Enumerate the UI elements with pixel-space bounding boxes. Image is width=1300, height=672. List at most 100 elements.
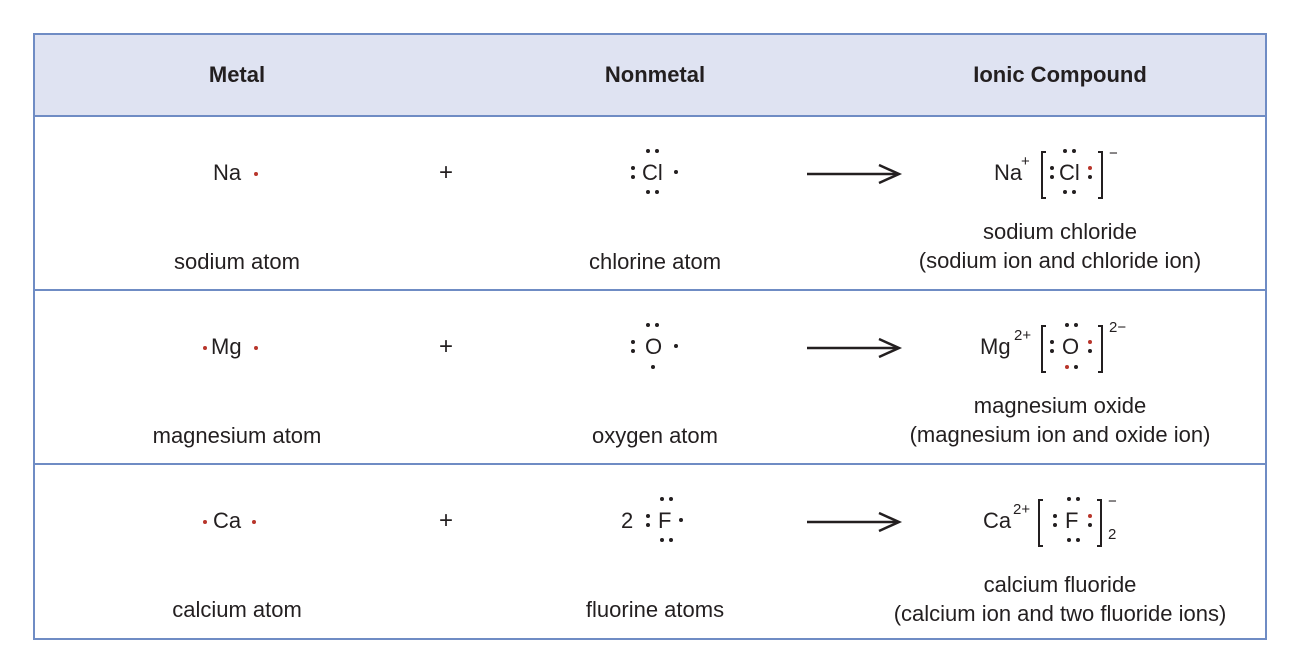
right-bracket (1097, 499, 1102, 547)
compound-name: magnesium oxide (973, 393, 1147, 418)
reaction-table: Metal Nonmetal Ionic Compound Na sodium … (33, 33, 1267, 640)
left-bracket (1041, 325, 1046, 373)
electron-dot (651, 365, 655, 369)
electron-dot (646, 323, 650, 327)
header-compound: Ionic Compound (973, 62, 1147, 87)
table-row: Mg magnesium atom + O oxygen atom Mg 2+ … (35, 291, 1265, 463)
plus-sign: + (439, 507, 454, 534)
anion-symbol: Cl (1059, 160, 1080, 185)
metal-caption: magnesium atom (152, 423, 322, 448)
electron-dot (655, 149, 659, 153)
electron-dot (660, 538, 664, 542)
compound-name: sodium chloride (982, 219, 1138, 244)
transferred-electron-dot (1088, 166, 1092, 170)
electron-dot (674, 170, 678, 174)
electron-dot (631, 349, 635, 353)
table-header: Metal Nonmetal Ionic Compound (35, 35, 1265, 117)
electron-dot (660, 497, 664, 501)
electron-dot (1076, 538, 1080, 542)
electron-dot (1067, 497, 1071, 501)
valence-electron-dot (254, 346, 258, 350)
electron-dot (655, 323, 659, 327)
metal-symbol: Na (213, 160, 242, 185)
compound-description: (magnesium ion and oxide ion) (909, 422, 1211, 447)
row-divider (35, 289, 1265, 291)
metal-symbol: Ca (213, 508, 242, 533)
row-divider (35, 463, 1265, 465)
reaction-arrow (807, 163, 903, 185)
transferred-electron-dot (1088, 340, 1092, 344)
electron-dot (1050, 340, 1054, 344)
electron-dot (674, 344, 678, 348)
metal-caption: sodium atom (174, 249, 300, 274)
electron-dot (1050, 175, 1054, 179)
reaction-arrow (807, 511, 903, 533)
plus-sign: + (439, 333, 454, 360)
electron-dot (669, 497, 673, 501)
cation-charge: 2+ (1013, 501, 1031, 518)
left-bracket (1041, 151, 1046, 199)
electron-dot (1074, 365, 1078, 369)
transferred-electron-dot (1088, 514, 1092, 518)
anion-charge: 2− (1109, 319, 1127, 336)
electron-dot (631, 340, 635, 344)
reaction-arrow (807, 337, 903, 359)
electron-dot (1088, 175, 1092, 179)
electron-dot (1053, 514, 1057, 518)
electron-dot (646, 190, 650, 194)
electron-dot (669, 538, 673, 542)
electron-dot (655, 190, 659, 194)
table-row: Ca calcium atom + 2 F fluorine atoms Ca … (35, 465, 1265, 638)
compound-name: calcium fluoride (983, 572, 1137, 597)
anion-charge: − (1109, 145, 1118, 162)
nonmetal-symbol: O (645, 334, 663, 359)
electron-dot (646, 523, 650, 527)
electron-dot (1072, 190, 1076, 194)
header-nonmetal: Nonmetal (604, 62, 706, 87)
nonmetal-symbol: Cl (642, 160, 663, 185)
anion-charge: − (1108, 493, 1117, 510)
cation-charge: 2+ (1014, 327, 1032, 344)
nonmetal-caption: oxygen atom (592, 423, 718, 448)
plus-sign: + (439, 159, 454, 186)
table-row: Na sodium atom + Cl chlorine atom Na + C… (35, 117, 1265, 289)
valence-electron-dot (203, 520, 207, 524)
cation-symbol: Ca (983, 508, 1012, 533)
valence-electron-dot (254, 172, 258, 176)
cation-symbol: Na (994, 160, 1023, 185)
electron-dot (1076, 497, 1080, 501)
electron-dot (1088, 349, 1092, 353)
anion-subscript: 2 (1108, 526, 1117, 543)
electron-dot (1072, 149, 1076, 153)
electron-dot (1050, 166, 1054, 170)
valence-electron-dot (203, 346, 207, 350)
nonmetal-symbol: F (658, 508, 672, 533)
electron-dot (646, 149, 650, 153)
electron-dot (1063, 190, 1067, 194)
electron-dot (1053, 523, 1057, 527)
header-metal: Metal (208, 62, 266, 87)
electron-dot (1063, 149, 1067, 153)
electron-dot (1088, 523, 1092, 527)
electron-dot (646, 514, 650, 518)
compound-description: (sodium ion and chloride ion) (918, 248, 1202, 273)
electron-dot (1067, 538, 1071, 542)
metal-caption: calcium atom (172, 597, 302, 622)
cation-charge: + (1021, 153, 1030, 170)
electron-dot (679, 518, 683, 522)
nonmetal-caption: fluorine atoms (585, 597, 725, 622)
valence-electron-dot (252, 520, 256, 524)
right-bracket (1098, 325, 1103, 373)
left-bracket (1038, 499, 1043, 547)
anion-symbol: O (1062, 334, 1080, 359)
metal-symbol: Mg (211, 334, 242, 359)
electron-dot (631, 166, 635, 170)
cation-symbol: Mg (980, 334, 1011, 359)
compound-description: (calcium ion and two fluoride ions) (893, 601, 1227, 626)
anion-symbol: F (1065, 508, 1079, 533)
electron-dot (1050, 349, 1054, 353)
nonmetal-coefficient: 2 (621, 508, 634, 533)
nonmetal-caption: chlorine atom (588, 249, 722, 274)
transferred-electron-dot (1065, 365, 1069, 369)
electron-dot (1074, 323, 1078, 327)
